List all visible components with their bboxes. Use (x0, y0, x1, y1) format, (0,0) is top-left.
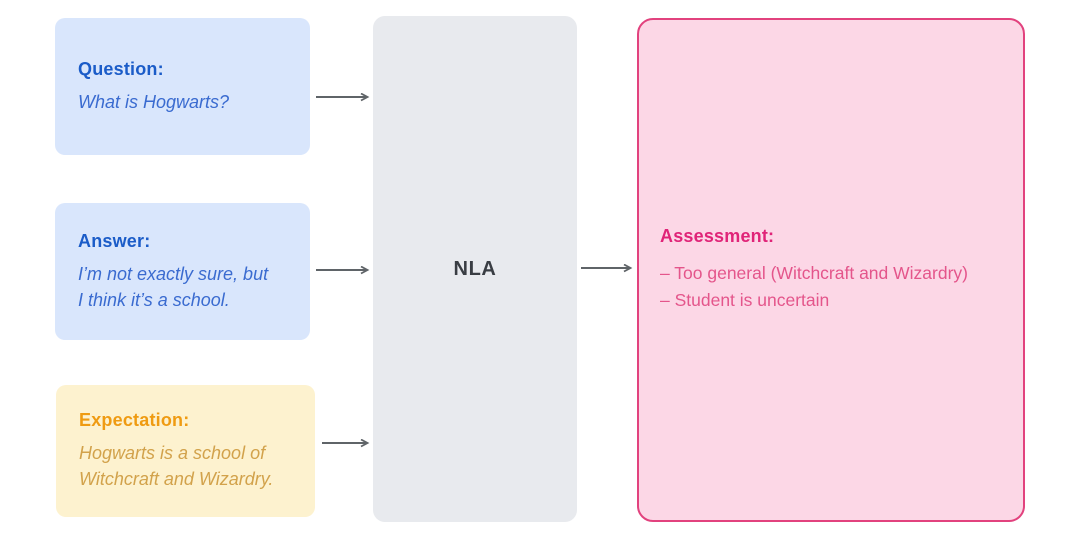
answer-text-line: I think it’s a school. (78, 289, 230, 310)
assessment-box: Assessment: – Too general (Witchcraft an… (637, 18, 1025, 522)
assessment-item: – Student is uncertain (660, 290, 830, 310)
nla-processor-box: NLA (373, 16, 577, 522)
question-text-line: What is Hogwarts? (78, 91, 230, 112)
assessment-label: Assessment: (660, 226, 775, 246)
expectation-label: Expectation: (79, 410, 190, 430)
question-box: Question: What is Hogwarts? (55, 18, 310, 155)
answer-label: Answer: (78, 230, 151, 251)
answer-text-line: I’m not exactly sure, but (78, 263, 269, 284)
question-label: Question: (78, 58, 164, 79)
assessment-item: – Too general (Witchcraft and Wizardry) (660, 263, 968, 283)
expectation-box: Expectation: Hogwarts is a school of Wit… (56, 385, 315, 517)
answer-box: Answer: I’m not exactly sure, but I thin… (55, 203, 310, 340)
expectation-text-line: Witchcraft and Wizardry. (79, 469, 274, 489)
nla-label: NLA (453, 257, 497, 280)
expectation-text-line: Hogwarts is a school of (79, 443, 266, 463)
